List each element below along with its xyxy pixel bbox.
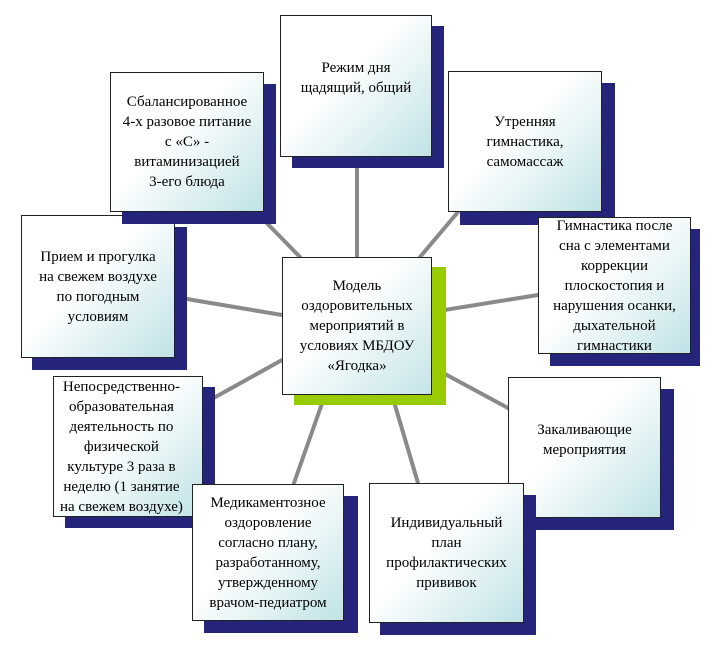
hardening-text: Закаливающие мероприятия bbox=[537, 422, 632, 458]
after-sleep-box: Гимнастика после сна с элементами коррек… bbox=[538, 217, 691, 354]
regime-box: Режим дня щадящий, общий bbox=[280, 15, 432, 157]
morning-text: Утренняя гимнастика, самомассаж bbox=[486, 113, 564, 170]
center-title: Модель оздоровительных мероприятий в усл… bbox=[299, 278, 415, 374]
nutrition-text: Сбалансированное 4-х разовое питание с «… bbox=[122, 94, 252, 190]
vaccination-text: Индивидуальный план профилактических при… bbox=[386, 515, 507, 591]
education-box: Непосредственно- образовательная деятель… bbox=[53, 376, 203, 517]
regime-text: Режим дня щадящий, общий bbox=[300, 60, 412, 96]
connector-morning bbox=[418, 210, 460, 259]
walk-box: Прием и прогулка на свежем воздухе по по… bbox=[21, 215, 175, 358]
hardening-box: Закаливающие мероприятия bbox=[508, 377, 661, 518]
nutrition-box: Сбалансированное 4-х разовое питание с «… bbox=[110, 72, 264, 212]
after-sleep-text: Гимнастика после сна с элементами коррек… bbox=[553, 217, 676, 354]
morning-box: Утренняя гимнастика, самомассаж bbox=[448, 71, 602, 212]
medication-box: Медикаментозное оздоровление согласно пл… bbox=[192, 484, 344, 621]
center-box: Модель оздоровительных мероприятий в усл… bbox=[282, 257, 432, 395]
walk-text: Прием и прогулка на свежем воздухе по по… bbox=[39, 248, 157, 325]
connector-education bbox=[208, 358, 284, 402]
vaccination-box: Индивидуальный план профилактических при… bbox=[369, 483, 524, 623]
connector-walk bbox=[173, 295, 284, 317]
connector-after-sleep bbox=[430, 293, 540, 314]
connector-vaccination bbox=[390, 393, 420, 485]
connector-medication bbox=[292, 393, 327, 485]
medication-text: Медикаментозное оздоровление согласно пл… bbox=[209, 494, 327, 611]
education-text: Непосредственно- образовательная деятель… bbox=[60, 378, 183, 515]
